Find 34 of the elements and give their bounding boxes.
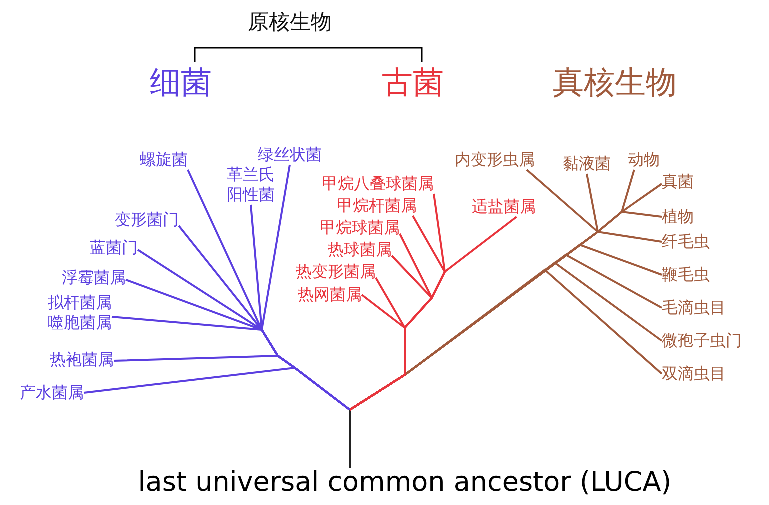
group-label: 原核生物	[248, 9, 332, 36]
taxon-label: 绿丝状菌	[258, 145, 322, 165]
taxon-label: 甲烷杆菌属	[337, 196, 417, 216]
taxon-label: 热袍菌属	[50, 350, 114, 370]
taxon-label: 热球菌属	[328, 240, 392, 260]
taxon-label: 植物	[662, 207, 694, 227]
taxon-label: 浮霉菌属	[62, 268, 126, 288]
taxon-label: 螺旋菌	[140, 150, 188, 170]
taxon-label: 黏液菌	[563, 154, 611, 174]
taxon-label: 适盐菌属	[472, 197, 536, 217]
domain-label: 细菌	[150, 64, 212, 103]
taxon-label: 双滴虫目	[662, 364, 726, 384]
taxon-label: 变形菌门	[115, 210, 179, 230]
taxon-label: 微孢子虫门	[662, 331, 742, 351]
domain-label: 古菌	[382, 64, 444, 103]
taxon-label: 革兰氏阳性菌	[222, 165, 280, 205]
taxon-label: 热变形菌属	[296, 262, 376, 282]
taxon-label: 产水菌属	[20, 383, 84, 403]
root-label: last universal common ancestor (LUCA)	[138, 466, 672, 500]
taxon-label: 内变形虫属	[455, 150, 535, 170]
domain-label: 真核生物	[553, 64, 677, 103]
taxon-label: 拟杆菌属	[48, 293, 112, 313]
taxon-label: 甲烷八叠球菌属	[322, 174, 434, 194]
taxon-label: 动物	[628, 150, 660, 170]
tree-branch	[84, 366, 351, 411]
taxon-label: 蓝菌门	[90, 238, 138, 258]
taxon-label: 热网菌属	[298, 285, 362, 305]
taxon-label: 纤毛虫	[662, 232, 710, 252]
taxon-label: 鞭毛虫	[662, 265, 710, 285]
taxon-label: 噬胞菌属	[48, 313, 112, 333]
taxon-label: 毛滴虫目	[662, 298, 726, 318]
taxon-label: 真菌	[662, 172, 694, 192]
taxon-label: 甲烷球菌属	[320, 218, 400, 238]
tree-trunk	[349, 410, 351, 468]
